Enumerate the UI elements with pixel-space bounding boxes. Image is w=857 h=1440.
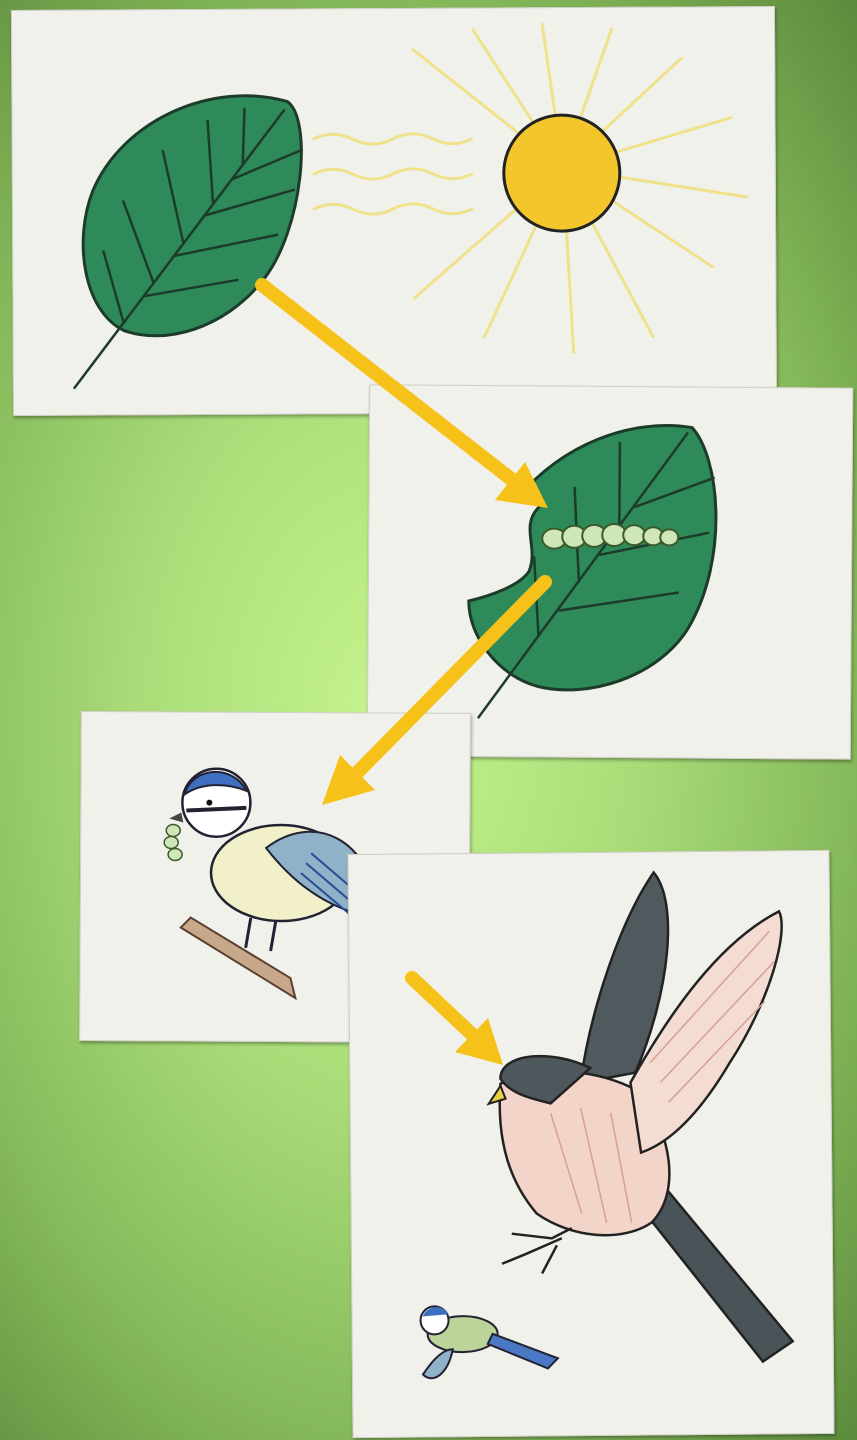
caterpillar-leaf-card [367,384,854,759]
leaf-icon [72,95,304,388]
eaten-leaf-icon [468,424,717,720]
hawk-talons-icon [502,1228,572,1274]
small-bird-icon [420,1305,558,1378]
branch-icon [180,918,295,999]
hawk-card [347,850,834,1438]
caterpillar-leaf-icon [368,385,853,758]
grub-icon [164,824,182,860]
sun-icon [504,115,621,232]
hawk-icon [348,851,833,1437]
leaf-sun-icon [12,7,776,415]
leaf-sun-card [11,6,777,416]
